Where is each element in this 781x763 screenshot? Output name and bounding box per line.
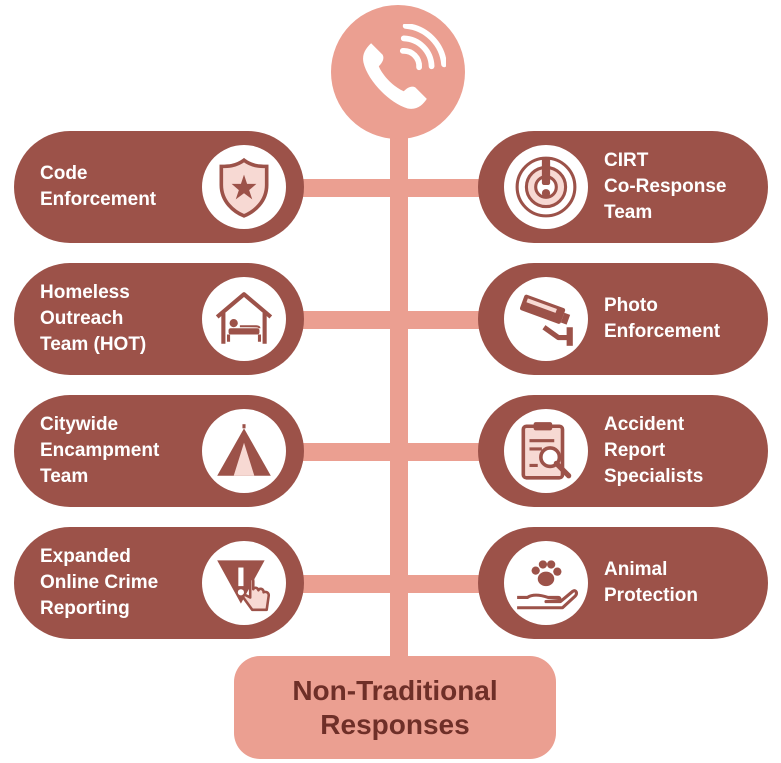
icon-badge bbox=[504, 277, 588, 361]
node-label: Code Enforcement bbox=[40, 131, 210, 243]
label-line: Expanded bbox=[40, 546, 131, 567]
alert-tap-icon bbox=[217, 560, 271, 612]
label-line: Co-Response bbox=[604, 176, 727, 197]
icon-badge bbox=[202, 409, 286, 493]
label-line: Team bbox=[604, 202, 653, 223]
label-line: Photo bbox=[604, 295, 658, 316]
branch-line-row-3 bbox=[290, 443, 490, 461]
label-line: Accident bbox=[604, 414, 685, 435]
clipboard-search-icon bbox=[521, 422, 572, 480]
branch-line-row-4 bbox=[290, 575, 490, 593]
branch-line-row-2 bbox=[290, 311, 490, 329]
tent-icon bbox=[217, 424, 271, 476]
node-label: Photo Enforcement bbox=[604, 263, 764, 375]
node-online-crime-reporting: Expanded Online Crime Reporting bbox=[14, 527, 304, 639]
icon-badge bbox=[504, 145, 588, 229]
label-line: Code bbox=[40, 163, 88, 184]
node-citywide-encampment: Citywide Encampment Team bbox=[14, 395, 304, 507]
label-line: Homeless bbox=[40, 282, 130, 303]
label-line: Specialists bbox=[604, 466, 704, 487]
node-photo-enforcement: Photo Enforcement bbox=[478, 263, 768, 375]
icon-badge bbox=[504, 541, 588, 625]
house-bed-icon bbox=[215, 292, 273, 344]
non-traditional-responses-box: Non-Traditional Responses bbox=[234, 656, 556, 759]
node-label: Accident Report Specialists bbox=[604, 395, 764, 507]
label-line: Animal bbox=[604, 559, 668, 580]
footer-title-line: Responses bbox=[320, 708, 470, 740]
label-line: Enforcement bbox=[40, 189, 157, 210]
phone-call-node bbox=[331, 5, 465, 139]
phone-ringing-icon bbox=[363, 24, 446, 109]
icon-badge bbox=[202, 277, 286, 361]
node-label: Expanded Online Crime Reporting bbox=[40, 527, 210, 639]
alert-target-icon bbox=[515, 156, 577, 218]
node-accident-report: Accident Report Specialists bbox=[478, 395, 768, 507]
icon-badge bbox=[202, 541, 286, 625]
node-code-enforcement: Code Enforcement bbox=[14, 131, 304, 243]
footer-title-line: Non-Traditional bbox=[292, 674, 498, 706]
label-line: Enforcement bbox=[604, 321, 721, 342]
label-line: Team bbox=[40, 466, 89, 487]
security-camera-icon bbox=[519, 294, 573, 346]
node-homeless-outreach: Homeless Outreach Team (HOT) bbox=[14, 263, 304, 375]
label-line: Citywide bbox=[40, 414, 119, 435]
label-line: Outreach bbox=[40, 308, 124, 329]
branch-line-row-1 bbox=[290, 179, 490, 197]
node-label: Citywide Encampment Team bbox=[40, 395, 210, 507]
node-cirt-co-response: CIRT Co-Response Team bbox=[478, 131, 768, 243]
label-line: Reporting bbox=[40, 598, 130, 619]
trunk-line bbox=[390, 130, 408, 660]
node-label: CIRT Co-Response Team bbox=[604, 131, 764, 243]
label-line: Protection bbox=[604, 585, 698, 606]
node-label: Homeless Outreach Team (HOT) bbox=[40, 263, 210, 375]
icon-badge bbox=[202, 145, 286, 229]
police-badge-icon bbox=[219, 157, 269, 218]
node-label: Animal Protection bbox=[604, 527, 764, 639]
icon-badge bbox=[504, 409, 588, 493]
node-animal-protection: Animal Protection bbox=[478, 527, 768, 639]
label-line: Online Crime bbox=[40, 572, 159, 593]
paw-hand-icon bbox=[517, 560, 578, 610]
label-line: Encampment bbox=[40, 440, 160, 461]
label-line: Report bbox=[604, 440, 666, 461]
label-line: CIRT bbox=[604, 150, 649, 171]
label-line: Team (HOT) bbox=[40, 334, 147, 355]
